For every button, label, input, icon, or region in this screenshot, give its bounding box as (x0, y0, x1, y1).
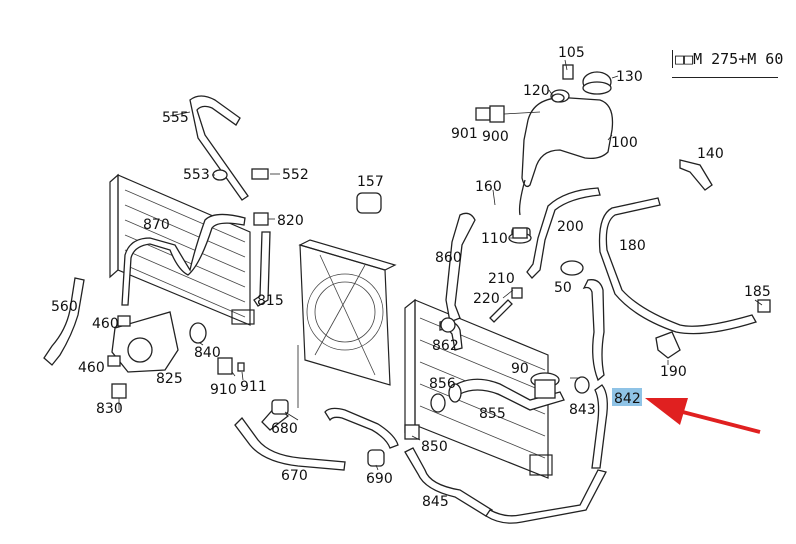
part-label-130: 130 (616, 69, 643, 85)
part-label-862: 862 (432, 338, 459, 354)
part-label-105: 105 (558, 45, 585, 61)
part-label-50: 50 (554, 280, 572, 296)
part-label-120: 120 (523, 83, 550, 99)
part-label-850: 850 (421, 439, 448, 455)
part-label-140: 140 (697, 146, 724, 162)
part-label-90: 90 (511, 361, 529, 377)
part-label-690: 690 (366, 471, 393, 487)
part-label-870: 870 (143, 217, 170, 233)
part-label-100: 100 (611, 135, 638, 151)
part-label-856: 856 (429, 376, 456, 392)
part-label-860: 860 (435, 250, 462, 266)
part-label-553: 553 (183, 167, 210, 183)
red-arrow (645, 398, 761, 434)
part-label-845: 845 (422, 494, 449, 510)
part-label-670: 670 (281, 468, 308, 484)
part-label-855: 855 (479, 406, 506, 422)
part-labels: 105 130 120 901 900 100 140 555 553 552 … (51, 45, 771, 510)
part-label-815: 815 (257, 293, 284, 309)
part-label-157: 157 (357, 174, 384, 190)
part-label-190: 190 (660, 364, 687, 380)
part-label-160: 160 (475, 179, 502, 195)
part-label-843: 843 (569, 402, 596, 418)
highlight-box-842 (612, 388, 642, 406)
part-label-830: 830 (96, 401, 123, 417)
part-label-185: 185 (744, 284, 771, 300)
engine-code-prefix: □□ (675, 50, 694, 68)
small-components (107, 93, 771, 467)
part-label-180: 180 (619, 238, 646, 254)
part-label-680: 680 (271, 421, 298, 437)
part-label-910: 910 (210, 382, 237, 398)
part-label-842: 842 (614, 391, 641, 407)
engine-code-underline (672, 77, 778, 78)
part-label-110: 110 (481, 231, 508, 247)
part-label-200: 200 (557, 219, 584, 235)
part-label-555: 555 (162, 110, 189, 126)
part-label-210: 210 (488, 271, 515, 287)
part-label-900: 900 (482, 129, 509, 145)
part-label-460-lower: 460 (78, 360, 105, 376)
part-label-825: 825 (156, 371, 183, 387)
part-label-560: 560 (51, 299, 78, 315)
part-label-220: 220 (473, 291, 500, 307)
hoses (43, 95, 757, 524)
engine-code-label: □□M 275+M 60 (672, 50, 783, 68)
part-label-552: 552 (282, 167, 309, 183)
part-label-901: 901 (451, 126, 478, 142)
leader-lines (169, 59, 763, 471)
part-label-911: 911 (240, 379, 267, 395)
part-label-460-upper: 460 (92, 316, 119, 332)
part-label-820: 820 (277, 213, 304, 229)
fan-shroud (297, 239, 397, 408)
part-label-840: 840 (194, 345, 221, 361)
engine-code-text: M 275+M 60 (693, 50, 784, 68)
